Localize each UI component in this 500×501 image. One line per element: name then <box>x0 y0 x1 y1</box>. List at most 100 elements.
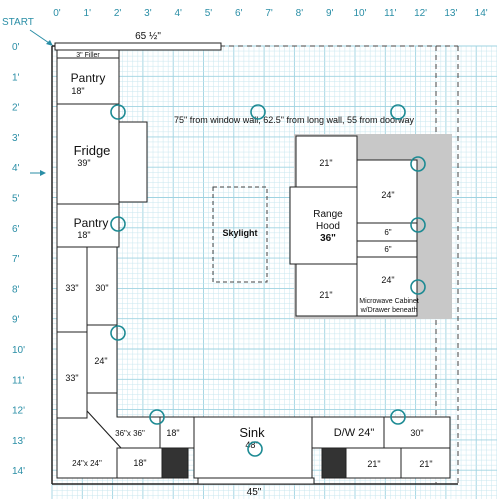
x-axis-tick-label: 12' <box>414 8 427 19</box>
bottom-wall-dimension-bar <box>197 477 315 485</box>
y-axis-tick-label: 1' <box>12 72 20 83</box>
marker-circle-icon <box>410 217 426 233</box>
dishwasher-label: D/W 24" <box>334 427 375 439</box>
x-axis-tick-label: 8' <box>296 8 304 19</box>
x-axis-tick-label: 1' <box>84 8 92 19</box>
marker-circle-icon <box>410 279 426 295</box>
cabinet-18-upper-size: 18" <box>166 428 179 438</box>
island-6-b-size: 6" <box>384 245 391 254</box>
y-axis-tick-label: 7' <box>12 254 20 265</box>
marker-circle-icon <box>110 104 126 120</box>
cabinet-30 <box>86 246 118 326</box>
corner-cabinet-36-size: 36"x 36" <box>115 429 145 438</box>
corner-cabinet-24-size: 24"x 24" <box>72 459 102 468</box>
y-axis-tick-label: 6' <box>12 224 20 235</box>
y-axis-tick-label: 5' <box>12 194 20 205</box>
cabinet-18-lower <box>116 447 163 479</box>
sink-size: 48" <box>245 440 258 450</box>
sink-cabinet <box>193 416 313 479</box>
island-24-top <box>356 159 418 224</box>
start-arrow-icon <box>29 29 53 46</box>
cabinet-33-upper-size: 33" <box>65 283 78 293</box>
dishwasher-area <box>311 416 385 449</box>
marker-circle-icon <box>390 409 406 425</box>
y-axis-tick-label: 4' <box>12 163 20 174</box>
x-axis-tick-label: 5' <box>205 8 213 19</box>
bottom-wall-dimension: 45" <box>247 487 262 498</box>
x-axis-tick-label: 3' <box>144 8 152 19</box>
marker-circle-icon <box>390 104 406 120</box>
x-axis-tick-label: 11' <box>384 8 396 19</box>
cabinet-21-b <box>400 447 451 479</box>
island-21-top-size: 21" <box>319 158 332 168</box>
y-axis-tick-label: 11' <box>12 375 24 386</box>
y-axis-tick-label: 9' <box>12 315 20 326</box>
cabinet-30-size: 30" <box>95 283 108 293</box>
pantry-top-size: 18" <box>71 86 84 96</box>
marker-circle-icon <box>410 156 426 172</box>
marker-circle-icon <box>250 104 266 120</box>
fridge-size: 39" <box>77 158 90 168</box>
skylight-outline <box>212 186 268 283</box>
cabinet-33-lower <box>56 331 88 419</box>
dark-panel-left <box>161 447 189 479</box>
top-wall-dimension-bar <box>54 42 222 51</box>
x-axis-tick-label: 13' <box>444 8 457 19</box>
island-21-bottom-size: 21" <box>319 290 332 300</box>
cabinet-21-a <box>345 447 402 479</box>
x-axis-tick-label: 10' <box>353 8 366 19</box>
y-axis-tick-label: 3' <box>12 133 20 144</box>
cabinet-18-lower-size: 18" <box>133 458 146 468</box>
pantry-top-name: Pantry <box>71 71 106 85</box>
microwave-cabinet <box>356 256 418 317</box>
x-axis-tick-label: 7' <box>265 8 273 19</box>
marker-circle-icon <box>149 409 165 425</box>
outlet-markers <box>110 104 426 457</box>
x-axis-tick-label: 4' <box>174 8 182 19</box>
microwave-label-1: Microwave Cabinet <box>359 298 419 305</box>
top-wall-dimension: 65 ½" <box>135 31 161 42</box>
dark-panel-right <box>321 447 347 479</box>
placement-note: 75" from window wall, 62.5" from long wa… <box>174 115 414 125</box>
fridge-door <box>118 121 148 203</box>
cabinet-33-lower-size: 33" <box>65 373 78 383</box>
range-hood-line-2: Hood <box>316 221 340 232</box>
cabinet-21-b-size: 21" <box>419 459 432 469</box>
marker-circle-icon <box>110 216 126 232</box>
sink-name: Sink <box>239 425 265 440</box>
marker-circle-icon <box>247 441 263 457</box>
x-axis-tick-label: 9' <box>326 8 334 19</box>
pantry-top <box>56 57 120 105</box>
filler-label: 3" Filler <box>76 52 100 59</box>
x-axis-tick-label: 2' <box>114 8 122 19</box>
cabinet-21-a-size: 21" <box>367 459 380 469</box>
y-axis-tick-label: 2' <box>12 103 20 114</box>
y-axis-tick-label: 10' <box>12 345 25 356</box>
pantry-middle <box>56 203 120 248</box>
pantry-middle-name: Pantry <box>74 216 109 230</box>
island-24-bottom-size: 24" <box>381 275 394 285</box>
y-axis-tick-label: 14' <box>12 466 25 477</box>
y-axis-tick-label: 13' <box>12 436 25 447</box>
start-label: START <box>2 17 34 28</box>
range-hood-line-3: 36" <box>320 233 336 244</box>
fridge-name: Fridge <box>74 143 111 158</box>
island-21-bottom <box>295 263 358 317</box>
x-axis-tick-label: 14' <box>475 8 488 19</box>
range-hood-line-1: Range <box>313 209 343 220</box>
island-21-top <box>295 135 358 188</box>
y-axis-tick-label: 12' <box>12 406 25 417</box>
y-axis-tick-label: 0' <box>12 42 20 53</box>
range-hood <box>289 186 358 265</box>
x-axis-tick-label: 0' <box>53 8 61 19</box>
y-axis-labels: 0' 1' 2' 3' 4' 5' 6' 7' 8' 9' 10' 11' 12' 13' 14' <box>12 42 25 477</box>
y-axis-tick-label: 8' <box>12 284 20 295</box>
x-axis-tick-label: 6' <box>235 8 243 19</box>
cabinet-30-right-size: 30" <box>410 428 423 438</box>
skylight-label: Skylight <box>222 228 257 238</box>
pantry-middle-size: 18" <box>77 230 90 240</box>
marker-circle-icon <box>110 325 126 341</box>
x-axis-labels: 0' 1' 2' 3' 4' 5' 6' 7' 8' 9' 10' 11' 12' 13' 14' <box>53 8 488 19</box>
wall-arrow-icon <box>30 170 46 176</box>
